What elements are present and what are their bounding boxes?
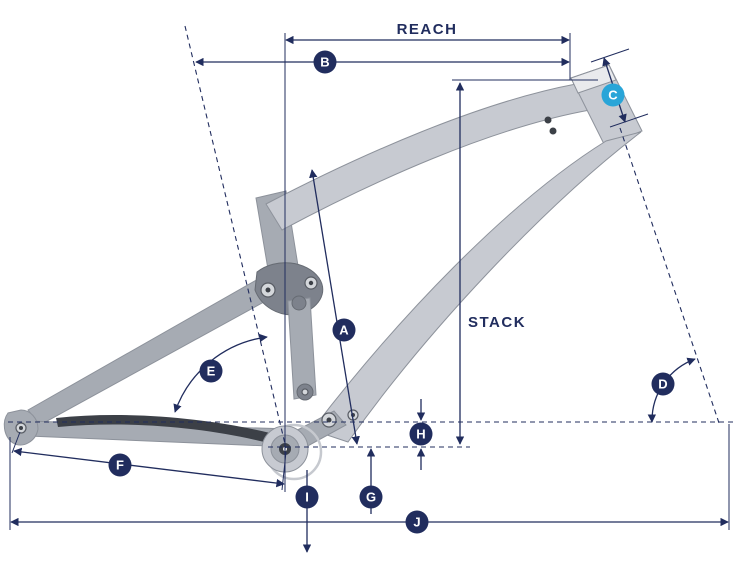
reach-label: REACH (397, 21, 458, 38)
badge-e-letter: E (207, 364, 216, 379)
badge-b-letter: B (320, 55, 329, 70)
badge-j: J (405, 510, 429, 534)
rocker-pivot-rear-center (308, 280, 314, 286)
shock-upper-eyelet (291, 295, 307, 311)
badge-b: B (313, 50, 337, 74)
badge-h: H (409, 422, 433, 446)
badge-f-circle (108, 453, 132, 477)
seat-stay (27, 277, 274, 426)
badge-g-letter: G (366, 490, 376, 505)
badge-b-circle (313, 50, 337, 74)
badge-i: I (295, 485, 319, 509)
cable-port-lower (549, 127, 557, 135)
badge-h-circle (409, 422, 433, 446)
badge-d: D (651, 372, 675, 396)
rear-axle-center (19, 426, 23, 430)
c-extension-top (590, 48, 630, 63)
rear-shock (287, 297, 317, 400)
badge-a-circle (332, 318, 356, 342)
measurement-badges: A B C D E F G H (108, 50, 675, 534)
badge-c-circle (601, 83, 625, 107)
badge-e: E (199, 359, 223, 383)
badge-j-circle (405, 510, 429, 534)
badge-d-circle (651, 372, 675, 396)
stack-label: STACK (468, 314, 526, 331)
badge-a-letter: A (339, 323, 349, 338)
bike-frame-illustration (3, 64, 643, 481)
badge-e-circle (199, 359, 223, 383)
badge-h-letter: H (416, 427, 425, 442)
badge-c: C (601, 83, 625, 107)
badge-d-letter: D (658, 377, 667, 392)
badge-g: G (359, 485, 383, 509)
badge-c-letter: C (608, 88, 618, 103)
badge-f-letter: F (116, 458, 124, 473)
a-dimension-line (309, 169, 360, 445)
c-extension-bottom (609, 113, 649, 128)
seat-tube-axis-line (184, 25, 287, 449)
badge-i-letter: I (305, 490, 309, 505)
rocker-pivot-front-center (265, 287, 271, 293)
shock-lower-eyelet-center (301, 388, 309, 396)
badge-i-circle (295, 485, 319, 509)
head-tube-axis-line (619, 127, 720, 424)
cable-port-upper (544, 116, 552, 124)
badge-j-letter: J (413, 515, 420, 530)
dimension-annotations: REACH STACK (8, 21, 737, 553)
badge-a: A (332, 318, 356, 342)
f-dimension-line (13, 447, 285, 488)
badge-g-circle (359, 485, 383, 509)
badge-f: F (108, 453, 132, 477)
